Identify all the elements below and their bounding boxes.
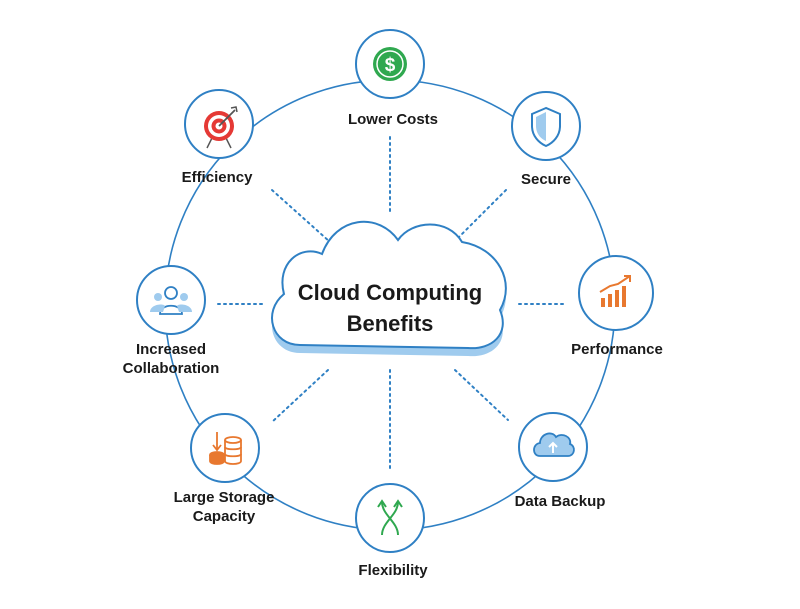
- connector-efficiency: [271, 189, 331, 243]
- svg-text:$: $: [385, 55, 396, 76]
- benefit-performance: Performance: [571, 255, 663, 358]
- cloud-upload-icon: [533, 432, 575, 457]
- benefit-efficiency: Efficiency: [182, 89, 254, 186]
- growth-chart-icon: [599, 275, 631, 307]
- benefit-flexibility: Flexibility: [355, 483, 428, 579]
- connector-secure: [457, 189, 507, 239]
- label-performance: Performance: [571, 341, 663, 358]
- benefit-secure: Secure: [511, 91, 581, 188]
- dollar-coin-icon: $: [373, 47, 407, 81]
- coin-stack-icon: [209, 432, 242, 465]
- center-title-line1: Cloud Computing: [298, 280, 483, 305]
- team-icon: [150, 286, 192, 315]
- label-large-storage-line2: Capacity: [193, 508, 256, 525]
- crossing-arrows-icon: [377, 499, 403, 536]
- label-collaboration-line2: Collaboration: [123, 360, 220, 377]
- node-circle: [136, 265, 206, 335]
- connectors: [217, 136, 564, 471]
- center-cloud: Cloud Computing Benefits: [271, 220, 507, 357]
- label-efficiency: Efficiency: [182, 169, 254, 186]
- benefit-lower-costs: $ Lower Costs: [348, 29, 438, 128]
- center-title-line2: Benefits: [347, 311, 434, 336]
- label-collaboration-line1: Increased: [136, 341, 206, 358]
- benefit-data-backup: Data Backup: [515, 412, 606, 510]
- target-icon: [204, 106, 238, 149]
- benefit-increased-collaboration: Increased Collaboration: [123, 265, 220, 377]
- shield-icon: [531, 106, 561, 148]
- cloud-body: [271, 220, 507, 350]
- benefit-large-storage-capacity: Large Storage Capacity: [174, 413, 275, 525]
- label-data-backup: Data Backup: [515, 493, 606, 510]
- connector-data-backup: [454, 369, 509, 421]
- connector-large-storage: [271, 369, 329, 423]
- label-secure: Secure: [521, 171, 571, 188]
- label-large-storage-line1: Large Storage: [174, 489, 275, 506]
- label-lower-costs: Lower Costs: [348, 111, 438, 128]
- label-flexibility: Flexibility: [358, 562, 428, 579]
